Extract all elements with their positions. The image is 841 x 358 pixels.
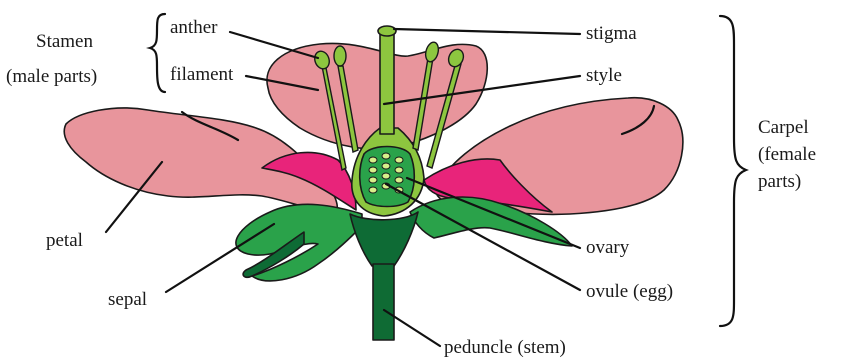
label-sepal: sepal (108, 289, 147, 310)
label-petal: petal (46, 230, 83, 251)
anther-2 (334, 46, 346, 66)
label-anther: anther (170, 17, 218, 38)
stamen-subtitle: (male parts) (6, 66, 97, 87)
stamen-title: Stamen (36, 31, 93, 52)
label-style: style (586, 65, 622, 86)
carpel-subtitle-2: parts) (758, 171, 801, 192)
label-ovule: ovule (egg) (586, 281, 673, 302)
label-stigma: stigma (586, 23, 637, 44)
label-ovary: ovary (586, 237, 630, 258)
label-peduncle: peduncle (stem) (444, 337, 566, 358)
label-filament: filament (170, 64, 234, 85)
stigma (378, 26, 396, 36)
style (380, 34, 394, 134)
carpel-brace (720, 16, 746, 326)
carpel-title: Carpel (758, 117, 809, 138)
carpel-subtitle-1: (female (758, 144, 816, 165)
peduncle-stem (373, 264, 394, 340)
ovules (369, 153, 403, 193)
stamen-brace (150, 14, 165, 92)
receptacle (350, 212, 418, 266)
